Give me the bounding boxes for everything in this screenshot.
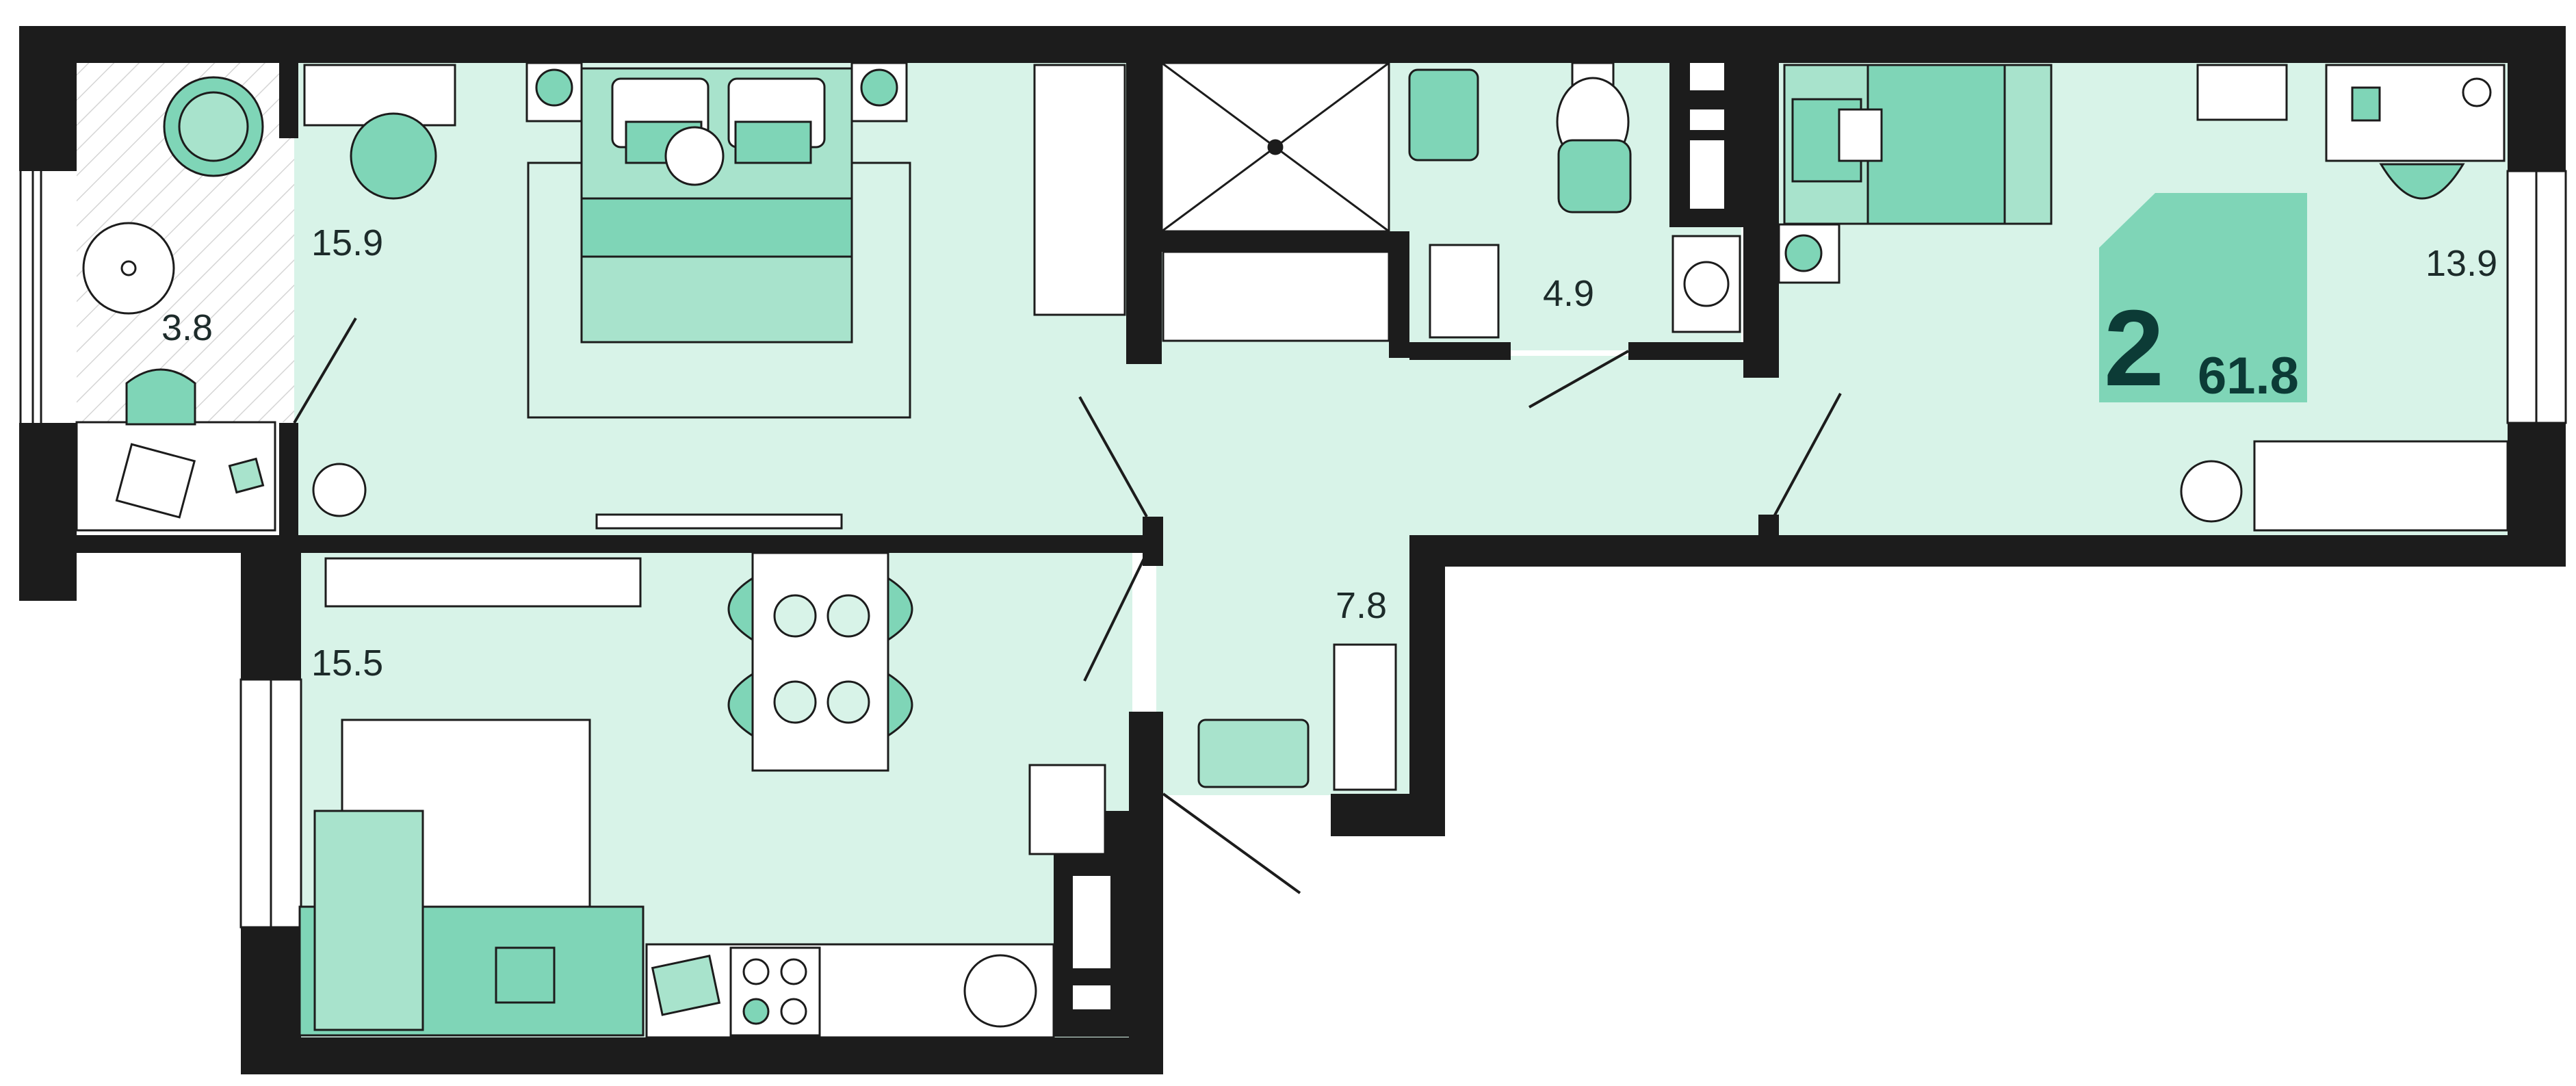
desk-chair-icon: [350, 112, 437, 200]
bedroom-furniture: [303, 62, 1126, 530]
area-label-bedroom: 15.9: [311, 222, 384, 263]
room-count: 2: [2104, 288, 2164, 409]
living-furniture: [298, 552, 1106, 1039]
radiator-bedroom: [595, 513, 843, 530]
washbasin: [1429, 244, 1500, 339]
plant-second-bedroom-icon: [2180, 460, 2243, 523]
wall-bath-right: [1743, 63, 1779, 378]
wall-bottom: [241, 1037, 1163, 1074]
wall-top: [19, 26, 2566, 63]
wardrobe-second: [2253, 440, 2509, 532]
plant-desk-icon: [2462, 77, 2492, 107]
door-mat: [1197, 719, 1310, 788]
area-label-bathroom: 4.9: [1543, 273, 1595, 314]
wall-living-left-upper: [241, 553, 301, 680]
area-label-balcony: 3.8: [161, 307, 213, 348]
shaft-openings: [1073, 63, 1724, 1009]
wall-hallway-bottom: [1331, 794, 1445, 836]
door-bathroom: [1528, 350, 1629, 409]
single-bed-blanket: [1866, 64, 2006, 225]
total-area: 61.8: [2198, 347, 2299, 405]
toilet-mat: [1557, 139, 1632, 214]
balcony-armchair-icon: [125, 368, 196, 426]
door-entrance: [1162, 792, 1301, 894]
dining-table: [751, 552, 889, 772]
wall-bath-bottom-right: [1628, 342, 1745, 360]
bookshelf: [2196, 64, 2288, 121]
bath-mat: [1408, 68, 1479, 161]
second-bedroom-furniture: [1778, 64, 2509, 532]
shoe-rack: [1333, 643, 1397, 791]
plate-icon: [773, 594, 817, 638]
fridge: [1028, 764, 1106, 855]
sofa-chaise: [313, 810, 424, 1031]
wall-left-lower: [19, 423, 77, 601]
wall-bedroom-right-stub: [1143, 517, 1163, 566]
book-icon: [2351, 86, 2381, 122]
laptop-icon: [115, 443, 196, 519]
wall-bath-left: [1162, 231, 1398, 252]
wall-second-bed-right-upper: [2508, 26, 2566, 171]
wall-balcony-divider-bottom: [279, 423, 298, 553]
cutting-board: [651, 955, 721, 1016]
note-icon: [228, 457, 265, 494]
wall-balcony-bottom: [19, 535, 1152, 553]
windows: [239, 170, 2567, 929]
wall-hallway-right: [1409, 535, 1445, 836]
door-balcony: [293, 317, 357, 424]
summary-badge-shape: [2099, 193, 2307, 402]
flower-bouquet-icon: [664, 126, 725, 186]
wall-bedroom-right-upper: [1126, 63, 1162, 364]
radiator-living: [324, 557, 642, 608]
area-label-second-bedroom: 13.9: [2425, 243, 2498, 284]
door-second-bedroom: [1771, 393, 1842, 521]
wall-second-bed-bottom: [1409, 535, 2566, 567]
hall-wardrobe: [1162, 250, 1390, 342]
wall-bath-bottom: [1409, 342, 1511, 360]
plant-bedroom-icon: [312, 463, 367, 517]
door-living: [1083, 552, 1148, 682]
area-label-hallway: 7.8: [1336, 585, 1388, 626]
area-label-living-kitchen: 15.5: [311, 643, 384, 684]
balcony-table-icon: [82, 222, 175, 315]
bathroom-fixtures: [1160, 62, 1741, 342]
wall-bath-left-bottom: [1389, 231, 1409, 358]
hallway-items: [1197, 643, 1397, 791]
doors: [293, 317, 1842, 894]
wall-kitchen-right: [1129, 712, 1163, 1074]
wall-second-bed-left-stub: [1758, 515, 1779, 535]
desk-chair-second-icon: [2379, 163, 2465, 200]
sofa-cushion: [495, 946, 556, 1004]
door-bedroom: [1078, 396, 1148, 517]
sink-icon: [963, 954, 1037, 1028]
dining-chair-icon: [727, 576, 754, 642]
bed-blanket: [580, 197, 853, 258]
wardrobe: [1033, 64, 1126, 316]
balcony: [19, 63, 294, 532]
walls: [19, 26, 2566, 1074]
wall-left-upper: [19, 26, 77, 171]
wall-balcony-divider-top: [279, 63, 298, 138]
stove: [729, 946, 821, 1037]
